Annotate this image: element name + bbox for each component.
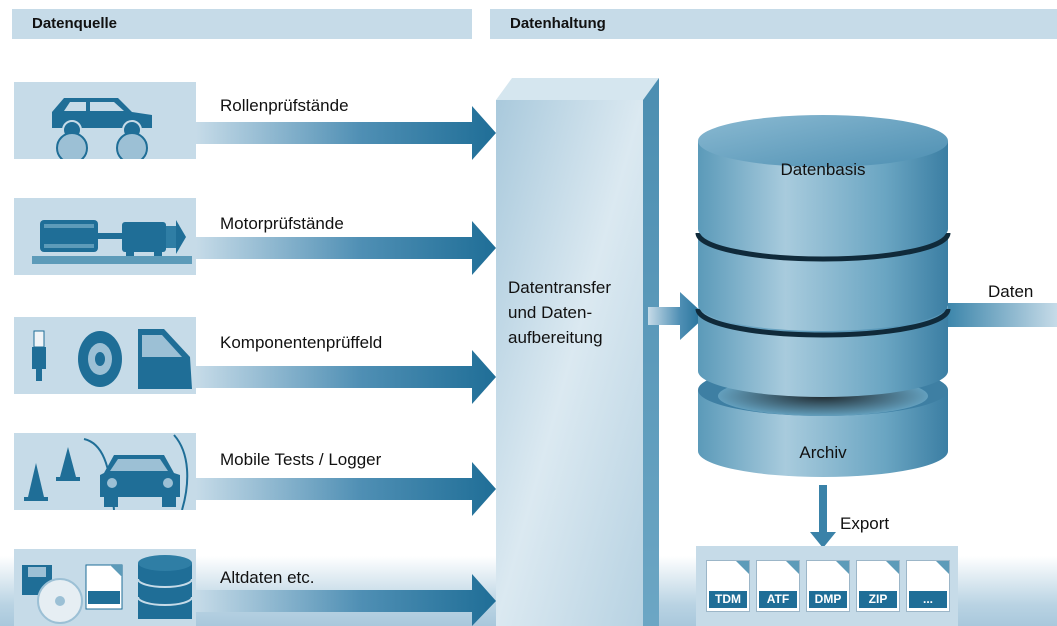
file-zip: ZIP — [856, 560, 900, 612]
processing-column — [496, 78, 659, 626]
arrow-output-daten — [948, 303, 1057, 327]
file-tdm: TDM — [706, 560, 750, 612]
processing-line-3: aufbereitung — [508, 328, 603, 347]
file-dmp-label: DMP — [809, 591, 847, 608]
database-top-label: Datenbasis — [780, 160, 866, 179]
source-label-altdaten: Altdaten etc. — [220, 568, 315, 587]
arrow-motor — [196, 221, 496, 275]
source-image-rollen — [14, 82, 196, 159]
file-more: ... — [906, 560, 950, 612]
source-image-komponenten — [14, 317, 196, 394]
header-right-label: Datenhaltung — [510, 15, 606, 32]
export-formats-panel: TDM ATF DMP ZIP ... — [696, 546, 958, 626]
header-datenquelle: Datenquelle — [12, 9, 472, 39]
file-dmp: DMP — [806, 560, 850, 612]
source-arrows — [196, 106, 496, 626]
source-label-mobile: Mobile Tests / Logger — [220, 450, 382, 469]
source-label-komponenten: Komponentenprüffeld — [220, 333, 383, 352]
file-more-label: ... — [909, 591, 947, 608]
arrow-mobile — [196, 462, 496, 516]
header-left-label: Datenquelle — [32, 15, 118, 32]
processing-line-1: Datentransfer — [508, 278, 611, 297]
source-image-motor — [14, 198, 196, 275]
arrow-to-database — [648, 292, 706, 340]
file-atf: ATF — [756, 560, 800, 612]
car-on-roller-dyno-icon — [52, 98, 152, 159]
database-archive-label: Archiv — [799, 443, 847, 462]
arrow-altdaten — [196, 574, 496, 626]
source-image-mobile — [14, 433, 196, 510]
source-label-rollen: Rollenprüfstände — [220, 96, 349, 115]
arrow-export — [810, 485, 836, 548]
export-label: Export — [840, 514, 890, 533]
database-cylinder — [695, 115, 951, 477]
arrow-rollen — [196, 106, 496, 160]
file-tdm-label: TDM — [709, 591, 747, 608]
engine-test-bench-icon — [32, 220, 192, 264]
car-on-road-with-cones-icon — [24, 434, 189, 510]
source-label-motor: Motorprüfstände — [220, 214, 344, 233]
header-datenhaltung: Datenhaltung — [490, 9, 1057, 39]
legacy-media-disk-file-database-icon — [22, 555, 193, 624]
file-atf-label: ATF — [759, 591, 797, 608]
processing-line-2: und Daten- — [508, 303, 593, 322]
output-label: Daten — [988, 282, 1034, 301]
components-spark-plug-wheel-door-icon — [32, 329, 192, 389]
source-image-altdaten — [14, 549, 196, 626]
arrow-komponenten — [196, 350, 496, 404]
file-zip-label: ZIP — [859, 591, 897, 608]
processing-label: Datentransfer und Daten- aufbereitung — [508, 275, 648, 350]
